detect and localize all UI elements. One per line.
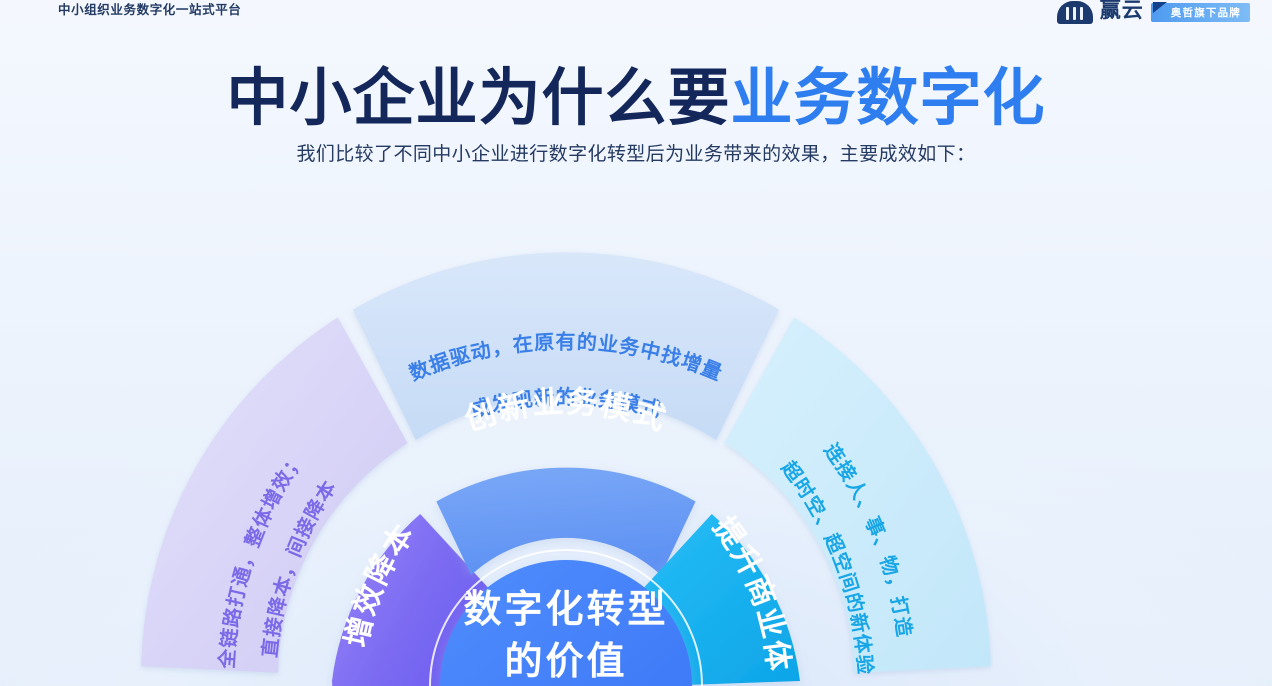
page-title-accent: 业务数字化 — [730, 64, 1046, 133]
center-label-line2: 的价值 — [504, 641, 627, 683]
logo-badge: 奥哲旗下品牌 — [1150, 2, 1250, 22]
outer-segment-efficiency-detail[interactable] — [141, 317, 408, 673]
inner-segment-innovate-business-model[interactable] — [436, 467, 696, 575]
center-outline-ring — [429, 549, 703, 686]
value-ring-diagram: 全链路打通，整体增效； 直接降本，间接降本 数据驱动，在原有的业务中找增量 或发… — [0, 170, 1272, 686]
page-title: 中小企业为什么要业务数字化 — [0, 58, 1272, 140]
badge-flag-icon — [1152, 2, 1167, 13]
center-circle[interactable] — [440, 560, 692, 686]
outer-segment-connection-detail[interactable] — [724, 317, 991, 673]
logo-badge-label: 奥哲旗下品牌 — [1170, 7, 1241, 19]
arch-bridge-logo-icon — [1056, 0, 1093, 24]
brand-logo[interactable]: 赢云 奥哲旗下品牌 — [1056, 0, 1250, 24]
brand-tagline: 中小组织业务数字化一站式平台 — [58, 3, 242, 17]
center-label-line1: 数字化转型 — [463, 589, 668, 631]
logo-wordmark: 赢云 — [1099, 0, 1144, 22]
outer-segment-data-driven-detail[interactable] — [352, 252, 780, 440]
page-title-main: 中小企业为什么要 — [226, 64, 731, 133]
top-bar: 中小组织业务数字化一站式平台 赢云 奥哲旗下品牌 — [0, 0, 1272, 24]
page-subtitle: 我们比较了不同中小企业进行数字化转型后为业务带来的效果，主要成效如下： — [296, 144, 976, 165]
